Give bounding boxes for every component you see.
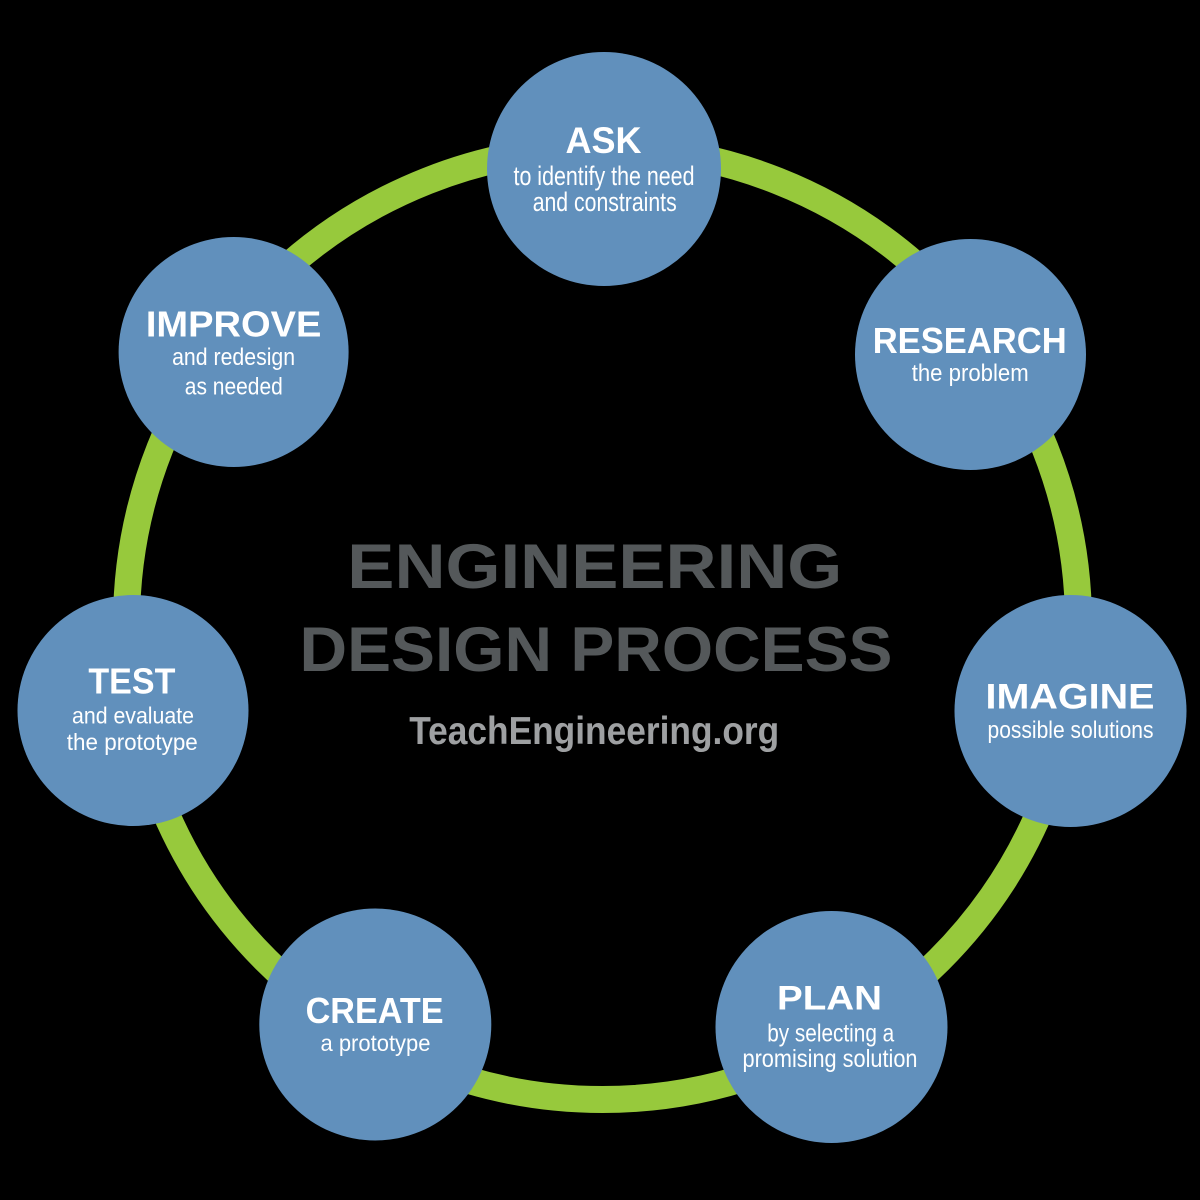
svg-text:and constraints: and constraints bbox=[533, 187, 677, 217]
svg-text:RESEARCH: RESEARCH bbox=[873, 320, 1067, 361]
svg-text:and redesign: and redesign bbox=[172, 344, 295, 371]
svg-text:to identify the need: to identify the need bbox=[514, 161, 695, 191]
svg-text:IMPROVE: IMPROVE bbox=[146, 303, 322, 344]
svg-text:as needed: as needed bbox=[185, 374, 283, 401]
svg-text:a prototype: a prototype bbox=[321, 1030, 431, 1056]
svg-text:ENGINEERING: ENGINEERING bbox=[347, 532, 842, 602]
svg-text:ASK: ASK bbox=[566, 119, 642, 161]
svg-text:possible solutions: possible solutions bbox=[988, 717, 1154, 744]
svg-text:and evaluate: and evaluate bbox=[72, 702, 194, 728]
svg-text:IMAGINE: IMAGINE bbox=[986, 676, 1155, 716]
svg-text:TeachEngineering.org: TeachEngineering.org bbox=[409, 710, 779, 753]
svg-text:PLAN: PLAN bbox=[777, 980, 882, 1018]
svg-text:CREATE: CREATE bbox=[306, 990, 444, 1031]
svg-text:the prototype: the prototype bbox=[67, 729, 198, 755]
svg-text:by selecting a: by selecting a bbox=[767, 1019, 894, 1047]
svg-text:promising solution: promising solution bbox=[743, 1045, 918, 1073]
svg-text:DESIGN PROCESS: DESIGN PROCESS bbox=[300, 615, 893, 685]
svg-text:the problem: the problem bbox=[912, 360, 1029, 387]
svg-text:TEST: TEST bbox=[88, 661, 175, 702]
